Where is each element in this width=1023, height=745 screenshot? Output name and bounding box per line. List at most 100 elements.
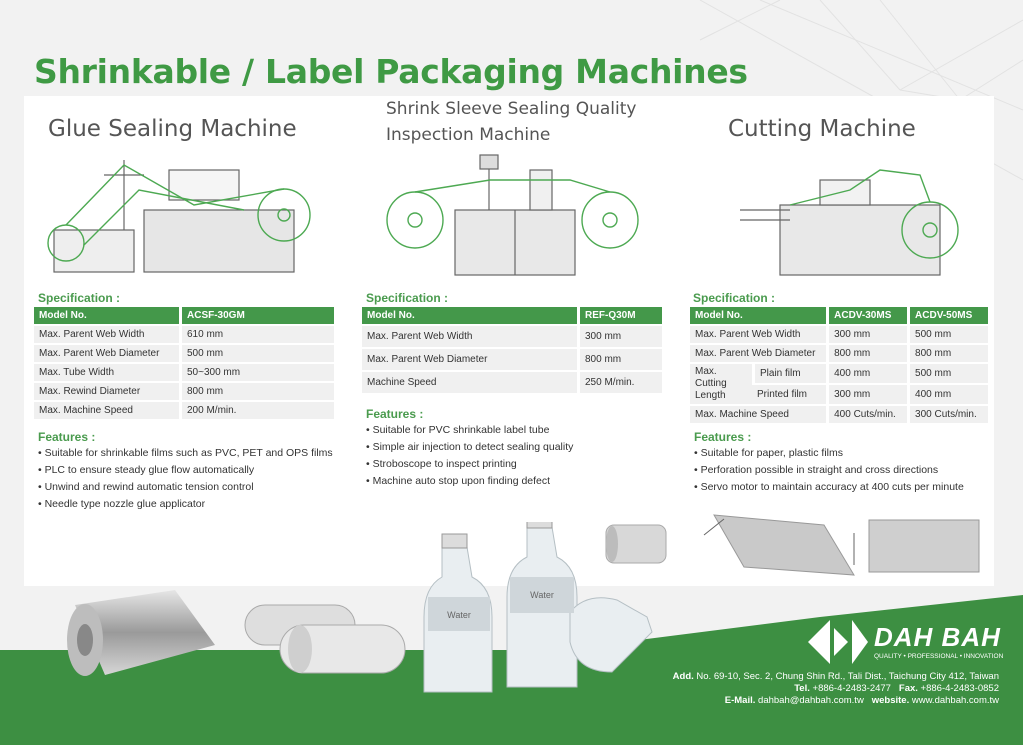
list-item: Simple air injection to detect sealing q… <box>366 439 574 456</box>
bottle-label: Water <box>447 610 471 620</box>
inspect-spec-table: Model No. REF-Q30M Max. Parent Web Width… <box>362 305 662 395</box>
address-label: Add. <box>672 671 694 682</box>
inspect-spec-heading: Specification : <box>366 291 449 305</box>
address-value: No. 69-10, Sec. 2, Chung Shin Rd., Tali … <box>696 671 999 682</box>
spec-label: Machine Speed <box>362 372 577 393</box>
table-row: Max. Parent Web Diameter 800 mm 800 mm <box>690 345 988 362</box>
spec-value: 400 mm <box>907 385 988 404</box>
cutting-section-title: Cutting Machine <box>728 116 916 142</box>
spec-label: Max. Rewind Diameter <box>34 383 179 400</box>
list-item: Stroboscope to inspect printing <box>366 456 573 473</box>
inspect-features-heading: Features : <box>366 407 424 421</box>
inspect-features-list: Suitable for PVC shrinkable label tube S… <box>366 422 574 490</box>
bottle-label: Water <box>530 590 554 600</box>
list-item: Unwind and rewind automatic tension cont… <box>38 479 333 496</box>
spec-label: Max. Cutting Length <box>690 364 752 404</box>
spec-value: 200 M/min. <box>179 402 334 419</box>
table-row: Printed film 300 mm 400 mm <box>690 385 988 404</box>
spec-value: 800 mm <box>577 349 662 370</box>
website-link[interactable]: www.dahbah.com.tw <box>911 695 999 706</box>
list-item: Suitable for shrinkable films such as PV… <box>38 445 333 462</box>
spec-sublabel: Plain film <box>752 364 827 383</box>
film-roll-illustration <box>67 590 215 676</box>
spec-value: 400 mm <box>826 364 908 383</box>
spec-value: 800 mm <box>826 345 908 362</box>
list-item: Suitable for paper, plastic films <box>694 445 964 462</box>
spec-header-cell: Model No. <box>362 307 577 324</box>
list-item: Servo motor to maintain accuracy at 400 … <box>694 479 964 496</box>
glue-features-list: Suitable for shrinkable films such as PV… <box>38 445 333 513</box>
spec-sublabel: Printed film <box>752 385 827 404</box>
list-item: Suitable for PVC shrinkable label tube <box>366 422 573 439</box>
spec-label: Max. Tube Width <box>34 364 179 381</box>
spec-label: Max. Parent Web Width <box>34 326 179 343</box>
label-roll-illustration <box>244 604 406 674</box>
web-label: website. <box>871 695 910 706</box>
spec-value: 500 mm <box>907 326 988 343</box>
contact-address: Add. No. 69-10, Sec. 2, Chung Shin Rd., … <box>673 671 999 682</box>
spec-label: Max. Parent Web Width <box>362 326 577 347</box>
glue-sealing-machine-illustration <box>47 160 311 273</box>
spec-header-cell: Model No. <box>34 307 179 324</box>
list-item: Perforation possible in straight and cro… <box>694 462 964 479</box>
spec-header-cell: ACDV-30MS <box>826 307 908 324</box>
brand-name: DAH BAH <box>874 622 1001 652</box>
tel-label: Tel. <box>794 683 810 694</box>
glue-section-title: Glue Sealing Machine <box>48 116 297 142</box>
spec-label: Max. Parent Web Diameter <box>362 349 577 370</box>
spec-value: 800 mm <box>179 383 334 400</box>
tel-value: +886-4-2483-2477 <box>812 683 891 694</box>
cutting-features-heading: Features : <box>694 430 752 444</box>
glue-spec-heading: Specification : <box>38 291 121 305</box>
list-item: Needle type nozzle glue applicator <box>38 496 333 513</box>
spec-label: Max. Parent Web Diameter <box>34 345 179 362</box>
spec-label: Max. Machine Speed <box>34 402 179 419</box>
spec-label: Max. Parent Web Width <box>690 326 827 343</box>
cutting-features-list: Suitable for paper, plastic films Perfor… <box>694 445 964 496</box>
spec-header-cell: REF-Q30M <box>577 307 662 324</box>
glue-features-heading: Features : <box>38 430 96 444</box>
table-row: Max. Machine Speed 400 Cuts/min. 300 Cut… <box>690 406 988 423</box>
table-row: Max. Parent Web Width 300 mm 500 mm <box>690 326 988 343</box>
email-link[interactable]: dahbah@dahbah.com.tw <box>758 695 864 706</box>
spec-header-cell: Model No. <box>690 307 827 324</box>
spec-value: 800 mm <box>907 345 988 362</box>
spec-value: 500 mm <box>179 345 334 362</box>
spec-value: 400 Cuts/min. <box>826 406 908 423</box>
spec-label: Max. Parent Web Diameter <box>690 345 827 362</box>
cutting-spec-heading: Specification : <box>693 291 776 305</box>
spec-value: 50~300 mm <box>179 364 334 381</box>
email-label: E-Mail. <box>724 695 756 706</box>
glue-spec-table: Model No. ACSF-30GM Max. Parent Web Widt… <box>34 305 334 421</box>
spec-value: 300 mm <box>577 326 662 347</box>
inspect-title-line2: Inspection Machine <box>386 125 551 145</box>
page-title: Shrinkable / Label Packaging Machines <box>34 52 748 91</box>
bottle-illustration: Water Water <box>423 522 653 693</box>
table-row: Max. Cutting Length Plain film 400 mm 50… <box>690 364 988 404</box>
fax-value: +886-4-2483-0852 <box>920 683 999 694</box>
sleeve-roll-illustration <box>605 524 667 564</box>
spec-header-cell: ACDV-50MS <box>907 307 988 324</box>
spec-value: 300 Cuts/min. <box>907 406 988 423</box>
spec-value: 610 mm <box>179 326 334 343</box>
spec-value: 300 mm <box>826 326 908 343</box>
contact-phone: Tel. +886-4-2483-2477 Fax. +886-4-2483-0… <box>794 683 999 694</box>
list-item: Machine auto stop upon finding defect <box>366 473 573 490</box>
spec-value: 300 mm <box>826 385 908 404</box>
cutting-machine-illustration <box>740 169 959 276</box>
inspect-title-line1: Shrink Sleeve Sealing Quality <box>386 99 637 119</box>
cutting-spec-table: Model No. ACDV-30MS ACDV-50MS Max. Paren… <box>690 305 988 425</box>
contact-web: E-Mail. dahbah@dahbah.com.tw website. ww… <box>725 695 999 706</box>
inspection-machine-illustration <box>386 154 639 276</box>
spec-value: 500 mm <box>907 364 988 383</box>
spec-header-cell: ACSF-30GM <box>179 307 334 324</box>
fax-label: Fax. <box>898 683 918 694</box>
dahbah-logo-icon <box>808 620 868 664</box>
